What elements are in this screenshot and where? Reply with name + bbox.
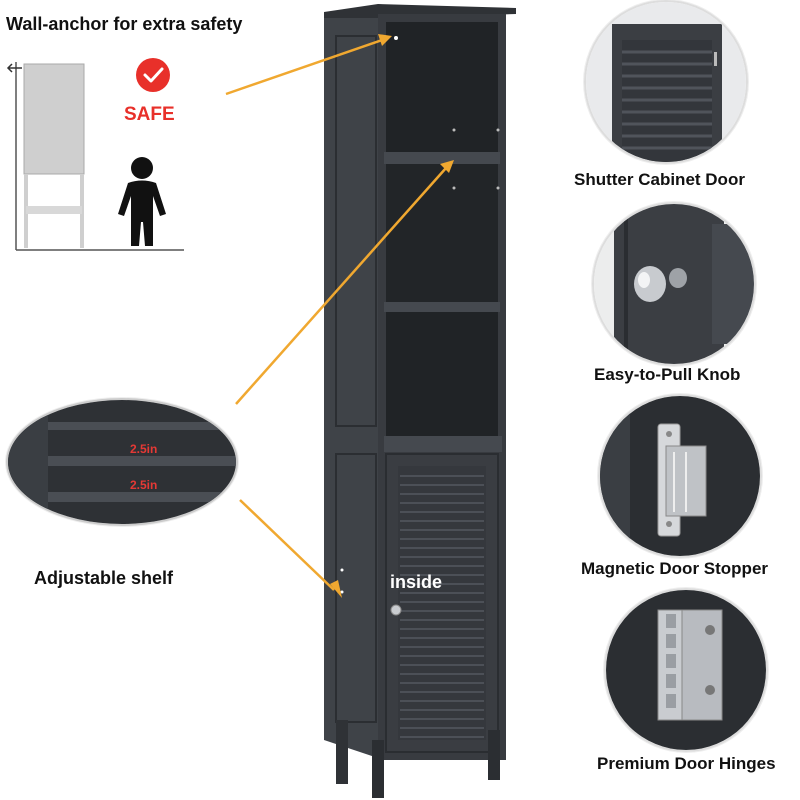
safe-label: SAFE <box>124 104 175 125</box>
inside-label: inside <box>390 572 443 592</box>
callout-arrows <box>225 34 454 598</box>
adjustable-shelf-label: Adjustable shelf <box>34 568 174 588</box>
tall-cabinet <box>324 4 516 798</box>
shutter-door-closeup <box>584 0 748 164</box>
child-figure-icon <box>118 157 166 246</box>
stopper-label: Magnetic Door Stopper <box>581 559 769 578</box>
knob-label: Easy-to-Pull Knob <box>594 365 741 384</box>
dimension-label-2: 2.5in <box>130 478 158 492</box>
stopper-closeup <box>598 394 762 558</box>
hinges-closeup <box>604 588 768 752</box>
shutter-door-label: Shutter Cabinet Door <box>574 170 745 189</box>
dimension-label-1: 2.5in <box>130 442 158 456</box>
wall-anchor-diagram <box>6 62 184 251</box>
adjustable-shelf-closeup <box>6 398 238 526</box>
wall-arrow-icon <box>6 63 22 73</box>
hinges-label: Premium Door Hinges <box>597 754 776 773</box>
door-knob <box>390 604 402 616</box>
knob-closeup <box>592 202 756 366</box>
wall-anchor-label: Wall-anchor for extra safety <box>6 14 243 34</box>
checkmark-icon <box>136 58 170 92</box>
